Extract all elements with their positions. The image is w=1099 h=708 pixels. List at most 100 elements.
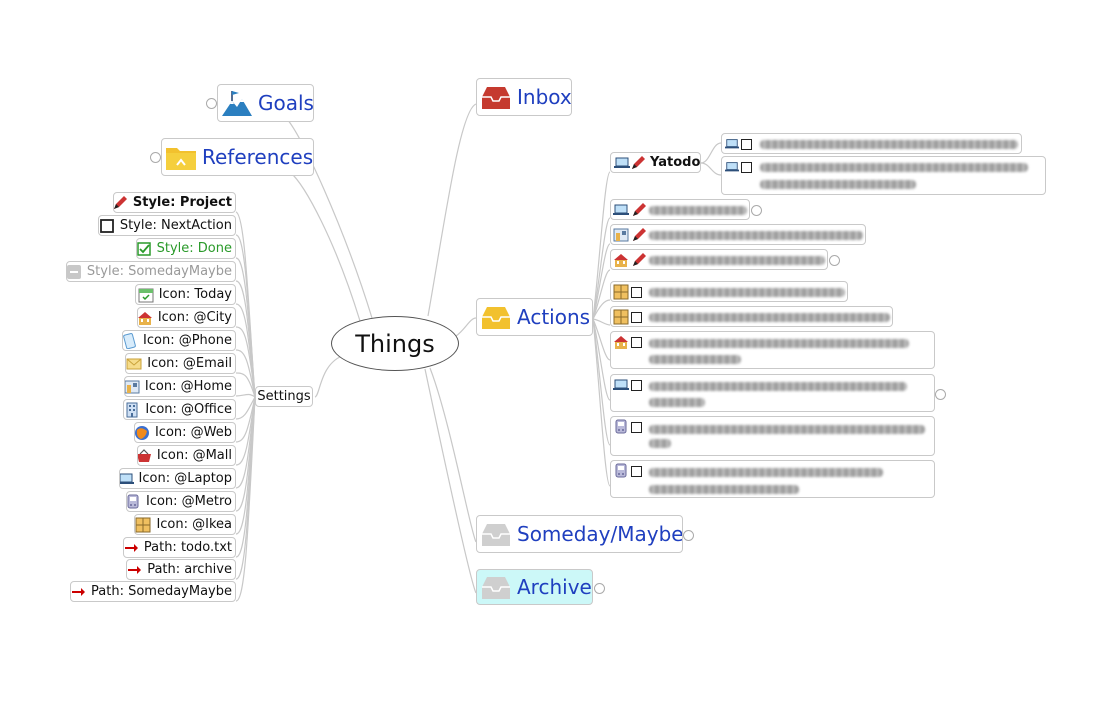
archive-collapse-toggle[interactable] (594, 583, 605, 594)
pencil-icon (633, 253, 646, 266)
minus-icon (67, 264, 81, 279)
settings-item-label: Style: SomedayMaybe (86, 264, 232, 279)
central-topic[interactable]: Things (331, 316, 459, 371)
ikea-icon (613, 309, 629, 325)
settings-item-style-nextaction[interactable]: Style: NextAction (98, 215, 236, 236)
settings-item-label: Icon: @Email (147, 356, 232, 371)
settings-item-label: Icon: @Metro (145, 494, 232, 509)
calendar-icon (138, 288, 154, 302)
action-item-2[interactable] (610, 224, 866, 245)
checkbox-icon[interactable] (631, 336, 642, 348)
settings-item-label: Style: Project (132, 195, 232, 210)
inbox-label: Inbox (517, 85, 572, 109)
action-item-7-collapse-toggle[interactable] (935, 389, 946, 400)
settings-item-icon-city[interactable]: Icon: @City (137, 307, 236, 328)
action-item-5[interactable] (610, 306, 893, 327)
actions-label: Actions (517, 305, 591, 329)
action-item-6[interactable] (610, 331, 935, 369)
actions-node[interactable]: Actions (476, 298, 593, 336)
archive-node[interactable]: Archive (476, 569, 593, 605)
city-icon (614, 254, 628, 267)
action-item-3-collapse-toggle[interactable] (829, 255, 840, 266)
laptop-icon (120, 473, 134, 484)
someday-maybe-node[interactable]: Someday/Maybe (476, 515, 683, 553)
laptop-icon (725, 139, 739, 149)
settings-item-label: Style: NextAction (119, 218, 232, 233)
settings-item-icon-laptop[interactable]: Icon: @Laptop (119, 468, 236, 489)
checkbox-icon[interactable] (741, 161, 752, 173)
pencil-icon (633, 228, 646, 241)
settings-item-path-archive[interactable]: Path: archive (126, 559, 236, 580)
checkbox-icon[interactable] (631, 379, 642, 391)
settings-item-icon-office[interactable]: Icon: @Office (123, 399, 236, 420)
settings-item-icon-metro[interactable]: Icon: @Metro (126, 491, 236, 512)
blurred-text (760, 180, 916, 189)
settings-item-style-project[interactable]: Style: Project (113, 192, 236, 213)
settings-item-icon-email[interactable]: Icon: @Email (125, 353, 236, 374)
someday-maybe-label: Someday/Maybe (517, 522, 683, 546)
yatodo-task-2[interactable] (721, 156, 1046, 195)
action-item-9[interactable] (610, 460, 935, 498)
action-item-1-collapse-toggle[interactable] (751, 205, 762, 216)
action-item-4[interactable] (610, 281, 848, 302)
mall-icon (138, 448, 151, 462)
arrow-icon (124, 543, 138, 552)
settings-item-path-todo[interactable]: Path: todo.txt (123, 537, 236, 558)
folder-icon (166, 148, 196, 170)
settings-item-style-somedaymaybe[interactable]: Style: SomedayMaybe (66, 261, 236, 282)
inbox-node[interactable]: Inbox (476, 78, 572, 116)
settings-item-icon-web[interactable]: Icon: @Web (134, 422, 236, 443)
action-item-1[interactable] (610, 199, 750, 220)
blurred-text (649, 439, 671, 448)
metro-icon (615, 419, 627, 434)
blurred-text (649, 339, 909, 348)
settings-item-style-done[interactable]: Style: Done (136, 238, 236, 259)
laptop-icon (614, 157, 630, 168)
laptop-icon (613, 204, 629, 215)
checkbox-icon[interactable] (631, 421, 642, 433)
office-icon (126, 402, 138, 417)
settings-item-label: Style: Done (156, 241, 232, 256)
goals-collapse-toggle[interactable] (206, 98, 217, 109)
settings-item-icon-phone[interactable]: Icon: @Phone (122, 330, 236, 351)
email-icon (126, 358, 142, 369)
blurred-text (649, 468, 883, 477)
settings-item-label: Icon: @Web (154, 425, 232, 440)
mountain-flag-icon (222, 91, 252, 116)
settings-item-label: Icon: Today (158, 287, 232, 302)
archive-label: Archive (517, 575, 592, 599)
actions-tray-icon (482, 307, 510, 329)
blurred-text (649, 355, 741, 364)
checkbox-icon[interactable] (631, 311, 642, 323)
project-yatodo-label: Yatodo (650, 155, 701, 170)
ikea-icon (135, 517, 151, 532)
someday-collapse-toggle[interactable] (683, 530, 694, 541)
inbox-tray-icon (482, 87, 510, 109)
settings-item-label: Icon: @Laptop (138, 471, 232, 486)
blurred-text (649, 398, 705, 407)
checkbox-icon[interactable] (741, 138, 752, 150)
archive-tray-icon (482, 577, 510, 599)
settings-node[interactable]: Settings (255, 386, 313, 407)
yatodo-task-1[interactable] (721, 133, 1022, 154)
project-yatodo-node[interactable]: Yatodo (610, 152, 701, 173)
checkbox-icon[interactable] (631, 465, 642, 477)
goals-node[interactable]: Goals (217, 84, 314, 122)
settings-item-path-somedaymaybe[interactable]: Path: SomedayMaybe (70, 581, 236, 602)
settings-item-icon-home[interactable]: Icon: @Home (124, 376, 236, 397)
settings-item-icon-today[interactable]: Icon: Today (135, 284, 236, 305)
references-label: References (202, 145, 314, 169)
pencil-icon (114, 195, 127, 209)
settings-item-icon-ikea[interactable]: Icon: @Ikea (134, 514, 236, 535)
blurred-text (649, 485, 799, 494)
action-item-7[interactable] (610, 374, 935, 412)
central-topic-label: Things (355, 329, 435, 358)
action-item-3[interactable] (610, 249, 828, 270)
references-collapse-toggle[interactable] (150, 152, 161, 163)
action-item-8[interactable] (610, 416, 935, 456)
settings-item-icon-mall[interactable]: Icon: @Mall (137, 445, 236, 466)
city-icon (614, 336, 628, 349)
checkbox-icon[interactable] (631, 286, 642, 298)
references-node[interactable]: References (161, 138, 314, 176)
city-icon (138, 311, 152, 325)
